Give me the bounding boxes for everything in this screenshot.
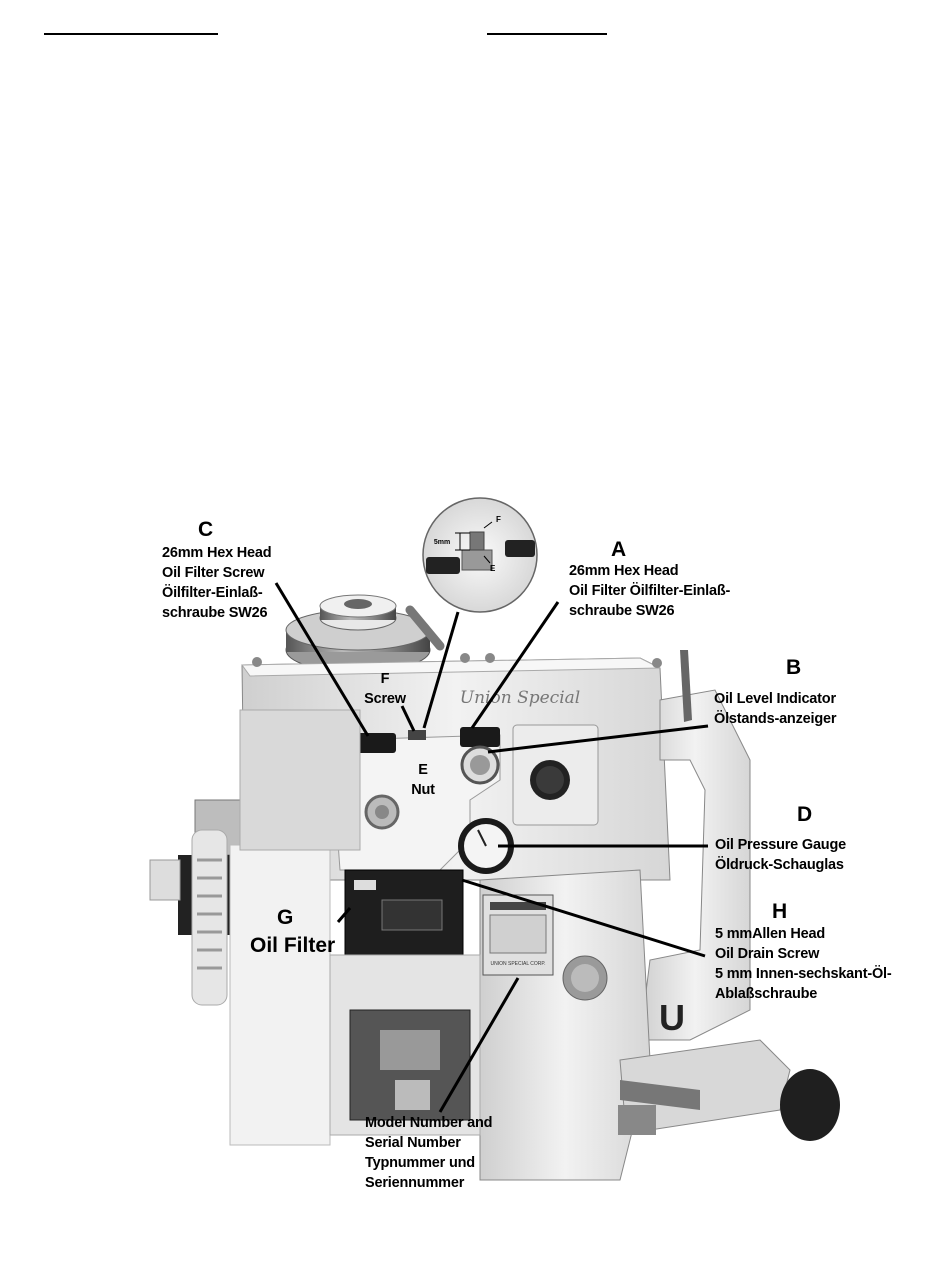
svg-text:F: F [496,515,501,524]
oil-filter-canister [344,869,464,961]
label-b-line-2: Ölstands-anzeiger [714,711,837,727]
leader-lines [274,582,709,1113]
header-rule-right [487,33,607,35]
label-e-name: Nut [411,782,435,798]
label-b-line-1: Oil Level Indicator [714,691,836,707]
svg-text:E: E [490,564,496,573]
label-h-letter: H [772,900,788,923]
model-line-2: Serial Number [365,1135,461,1151]
label-b-text: Oil Level Indicator Ölstands-anzeiger [714,689,837,729]
label-d-line-1: Oil Pressure Gauge [715,837,846,853]
lower-mechanism [329,954,840,1141]
svg-text:5mm: 5mm [434,539,450,546]
svg-text:U: U [659,997,685,1038]
svg-text:Union Special: Union Special [460,688,580,708]
label-a-line-3: schraube SW26 [569,603,675,619]
svg-text:UNION SPECIAL CORP.: UNION SPECIAL CORP. [490,961,545,967]
label-f-letter: F [380,671,390,687]
label-g-letter: G [277,906,294,929]
left-pump-box [149,709,361,1146]
oil-filter-head [334,727,514,874]
label-h-line-3: 5 mm Innen-sechskant-Öl- [715,966,892,982]
label-f: F Screw [360,669,410,709]
label-h-line-1: 5 mmAllen Head [715,926,826,942]
label-c-letter: C [198,518,214,541]
model-serial-label: Model Number and Serial Number Typnummer… [365,1113,493,1193]
label-e: E Nut [400,760,446,800]
right-body: UNION SPECIAL CORP. U [479,724,685,1181]
label-d-line-2: Öldruck-Schauglas [715,857,844,873]
label-h-line-4: Ablaßschraube [715,986,818,1002]
label-d-text: Oil Pressure Gauge Öldruck-Schauglas [715,835,846,875]
label-a-line-2: Oil Filter Öilfilter-Einlaß- [569,583,731,599]
model-line-4: Seriennummer [365,1175,465,1191]
label-a-text: 26mm Hex Head Oil Filter Öilfilter-Einla… [569,561,730,621]
header-rule-left [44,33,218,35]
pulley-wheel [285,594,445,673]
label-h-line-2: Oil Drain Screw [715,946,820,962]
label-c-text: 26mm Hex Head Oil Filter Screw Öilfilter… [162,543,272,623]
model-line-3: Typnummer und [365,1155,475,1171]
label-g-name: Oil Filter [250,934,336,957]
label-d-letter: D [797,803,813,826]
label-e-letter: E [418,762,428,778]
label-c-line-4: schraube SW26 [162,605,268,621]
model-line-1: Model Number and [365,1115,493,1131]
label-c-line-3: Öilfilter-Einlaß- [162,585,263,601]
label-c-line-2: Oil Filter Screw [162,565,265,581]
label-a-line-1: 26mm Hex Head [569,563,679,579]
label-a-letter: A [611,538,627,561]
inset-detail: 5mm F E [422,497,538,613]
label-c-line-1: 26mm Hex Head [162,545,272,561]
label-f-name: Screw [364,691,406,707]
label-h-text: 5 mmAllen Head Oil Drain Screw 5 mm Inne… [715,924,892,1004]
label-b-letter: B [786,656,802,679]
